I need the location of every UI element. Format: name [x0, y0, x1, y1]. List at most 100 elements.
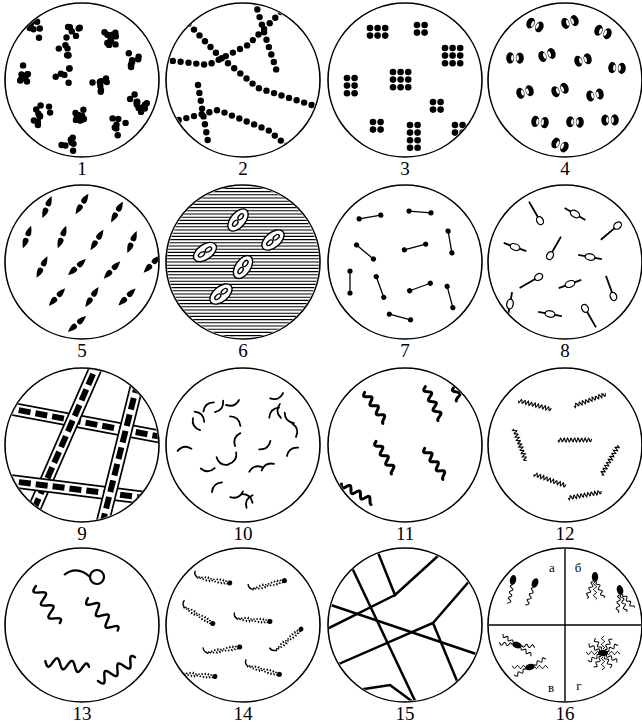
chain-outline	[27, 365, 97, 525]
lanceolate-pair	[40, 195, 54, 219]
streptococcus-cell	[278, 137, 284, 143]
pole-granule	[445, 228, 451, 234]
hatch-line	[163, 252, 323, 253]
pole-granule	[356, 216, 362, 222]
coccus-cell	[25, 225, 34, 237]
staphylococcus-cell	[109, 115, 115, 121]
streptococcus-cell	[272, 132, 278, 138]
field-of-view	[2, 365, 162, 525]
pole-granule	[386, 311, 392, 317]
staphylococcus-cell	[37, 113, 43, 119]
cell-body	[220, 287, 228, 295]
staphylococcus-cell	[20, 62, 26, 68]
field-outline	[5, 185, 159, 339]
sarcina-cell	[421, 22, 428, 29]
spore-rod	[558, 277, 583, 291]
treponema-cell	[533, 472, 566, 487]
sarcina-cell	[414, 29, 421, 36]
sarcina-cell	[382, 25, 389, 32]
spore	[569, 209, 581, 220]
borrelia-cell	[95, 655, 138, 686]
figure-number: 4	[560, 159, 570, 178]
streptococcus-cell	[237, 70, 243, 76]
pole-granule	[422, 241, 428, 247]
hatch-line	[163, 242, 323, 243]
coccus-cell	[525, 16, 537, 29]
hatch-line	[163, 335, 323, 336]
spore	[535, 215, 545, 225]
capsule	[206, 280, 236, 308]
figure-number: 15	[396, 704, 415, 723]
hatch-line	[163, 229, 323, 230]
capsule	[224, 205, 252, 235]
field-of-view	[179, 571, 305, 679]
sarcina-cell	[407, 137, 414, 144]
leptospira-hook	[212, 674, 217, 679]
diplococcus-pair	[560, 14, 580, 30]
rod-body	[410, 283, 431, 291]
coccus-cell	[593, 24, 605, 37]
sarcina-cell	[390, 84, 397, 91]
spore	[609, 291, 618, 301]
leptospira-hook	[267, 619, 272, 624]
cell-notch	[613, 65, 616, 71]
coccus-cell	[20, 237, 29, 249]
bipolar-rod	[406, 280, 433, 294]
capsulated-cell	[190, 238, 220, 265]
lanceolate-pair	[116, 287, 137, 308]
vibrio-cell	[260, 461, 274, 470]
bipolar-rod	[353, 241, 377, 262]
sarcina-cell	[442, 52, 449, 59]
leptospira-body	[197, 576, 228, 584]
spore	[533, 272, 543, 282]
coccus-cell	[559, 82, 570, 95]
streptococcus-cell	[249, 80, 255, 86]
sarcina-cell	[377, 119, 384, 126]
spore-rod	[580, 303, 599, 329]
flagellum	[616, 595, 621, 613]
coccus-cell	[601, 114, 609, 125]
mycelium-branch	[375, 545, 450, 595]
leptospira-hook	[244, 659, 249, 666]
coccus-cell	[142, 263, 154, 275]
staphylococcus-cell	[66, 65, 72, 71]
quadrant-letter: в	[547, 681, 555, 694]
bipolar-rod	[373, 273, 387, 300]
staphylococcus-cell	[56, 45, 62, 51]
hatch-line	[163, 309, 323, 310]
streptococcus-cell	[236, 115, 242, 121]
sarcina-cell	[344, 82, 351, 89]
spirillum-cell	[362, 391, 388, 424]
pole-granule	[378, 212, 384, 218]
streptococcus-cell	[191, 26, 197, 32]
streptococcus-cell	[268, 51, 274, 57]
staphylococcus-cell	[73, 33, 79, 39]
coccus-cell	[60, 225, 69, 237]
rod-body	[606, 276, 612, 293]
rod-body	[389, 314, 410, 320]
coccus-cell	[617, 62, 626, 74]
bipolar-rod	[386, 311, 414, 323]
staphylococcus-cell	[80, 107, 86, 113]
streptococcus-cell	[273, 66, 279, 72]
staphylococcus-cell	[36, 35, 42, 41]
cell-body	[272, 233, 280, 241]
rod-body	[529, 202, 538, 218]
borrelia-cell	[84, 595, 120, 635]
lanceolate-pair	[55, 225, 69, 249]
hatch-line	[163, 319, 323, 320]
coccus-cell	[151, 253, 163, 265]
bipolar-rod	[444, 283, 456, 311]
borrelia-loop	[64, 570, 90, 577]
spore	[545, 250, 555, 260]
coccus-cell	[516, 52, 524, 63]
rod-body	[587, 312, 596, 328]
sarcina-cell	[370, 126, 377, 133]
cell-notch	[565, 20, 569, 27]
cell-notch	[570, 18, 574, 25]
sarcina-cell	[414, 122, 421, 129]
spore-rod	[578, 252, 603, 262]
pole-granule	[450, 304, 456, 310]
diplococcus-pair	[550, 82, 570, 99]
